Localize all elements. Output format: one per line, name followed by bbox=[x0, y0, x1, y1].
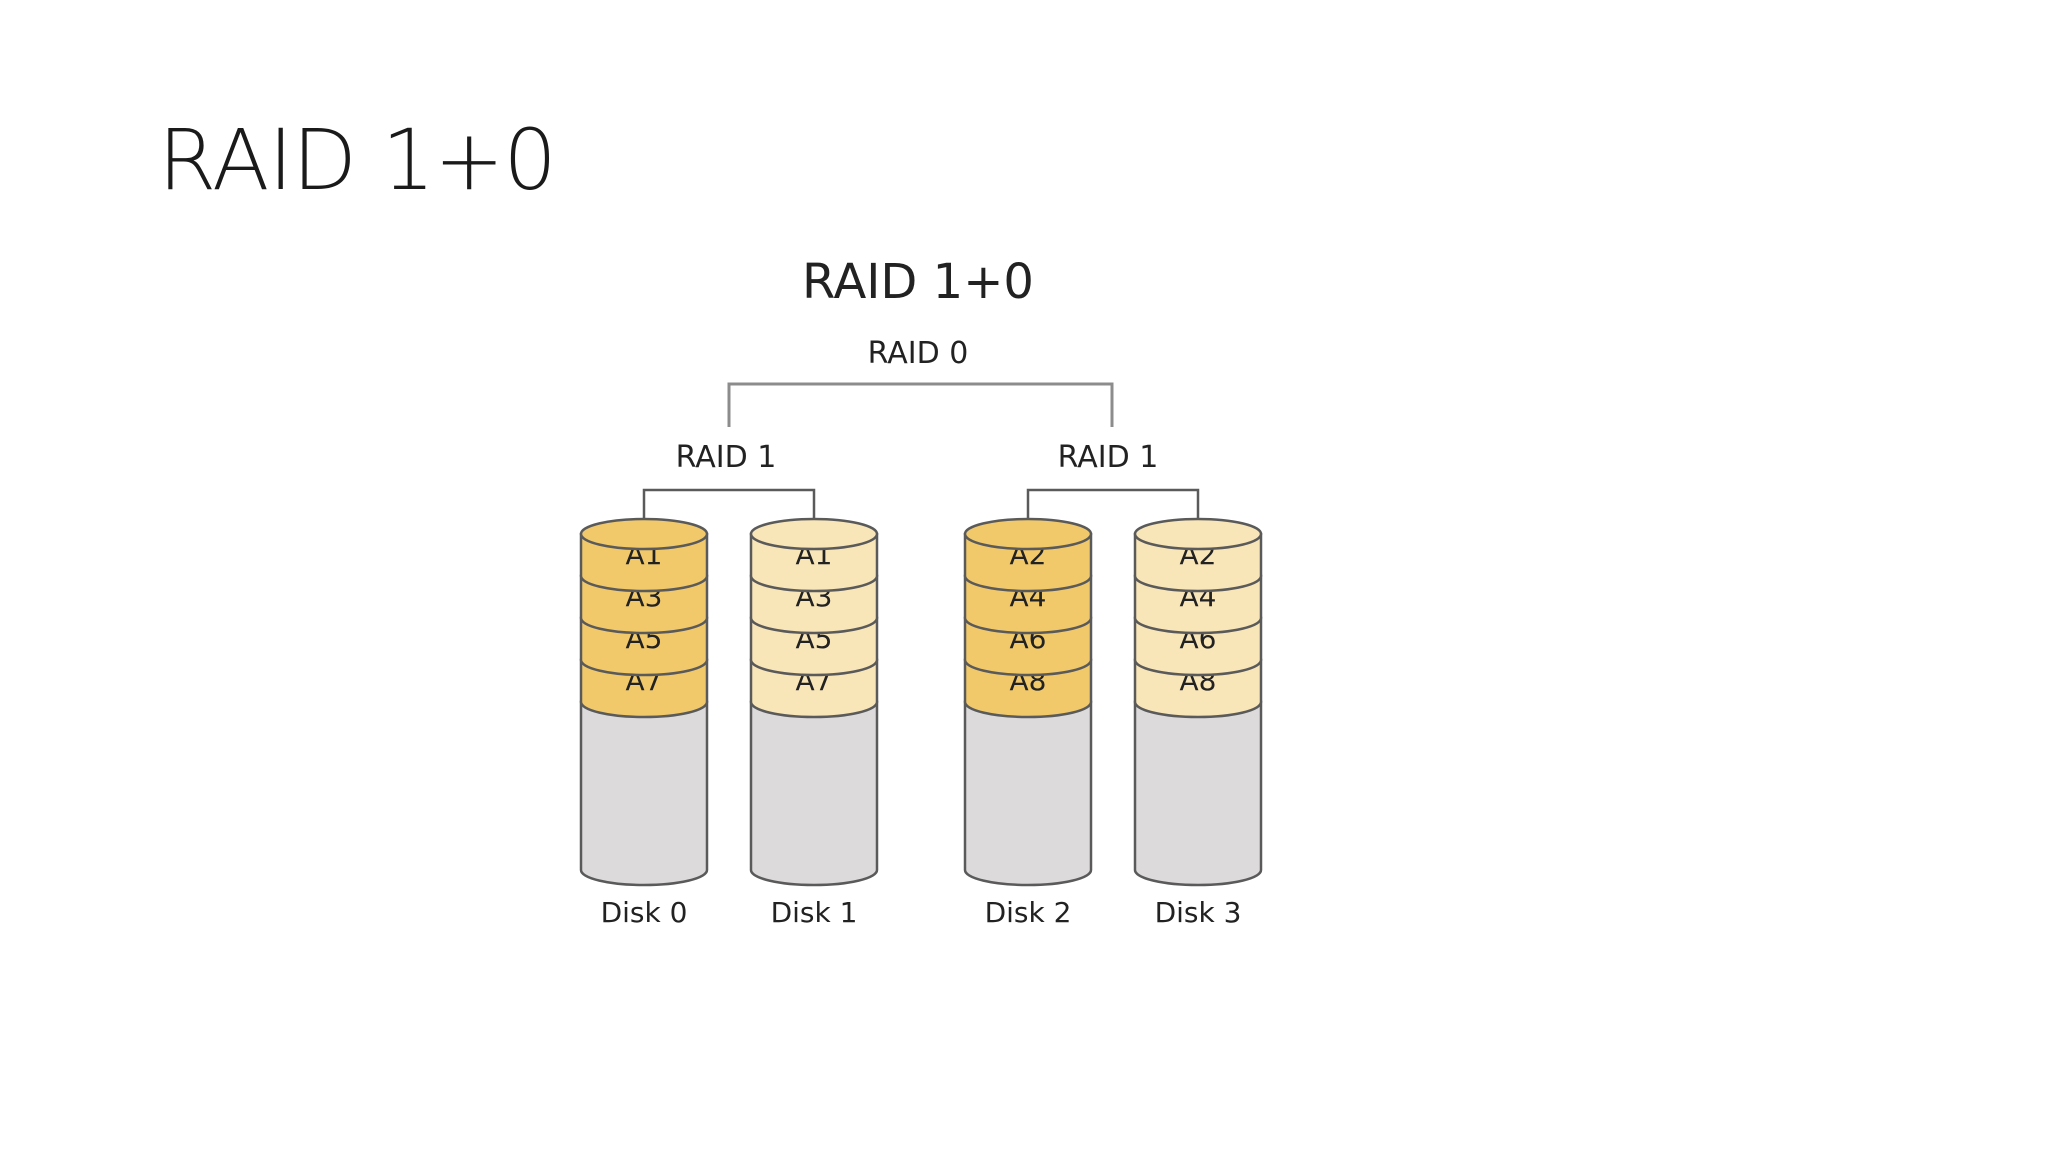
disk-body bbox=[579, 700, 709, 887]
raid1-connector-left bbox=[642, 488, 816, 534]
raid1-connector-right bbox=[1026, 488, 1200, 534]
disk-top bbox=[579, 517, 709, 551]
disk-label: Disk 0 bbox=[601, 896, 688, 929]
raid0-label: RAID 0 bbox=[868, 336, 969, 371]
disk-label: Disk 3 bbox=[1155, 896, 1242, 929]
raid1-label-left: RAID 1 bbox=[676, 440, 777, 475]
diagram-title: RAID 1+0 bbox=[802, 254, 1034, 310]
disk-top bbox=[1133, 517, 1263, 551]
raid0-connector bbox=[727, 382, 1114, 427]
disk-top bbox=[749, 517, 879, 551]
disk-body bbox=[749, 700, 879, 887]
raid1-label-right: RAID 1 bbox=[1058, 440, 1159, 475]
disk-body bbox=[963, 700, 1093, 887]
slide-title: RAID 1+0 bbox=[158, 111, 557, 209]
disk-label: Disk 2 bbox=[985, 896, 1072, 929]
disk-top bbox=[963, 517, 1093, 551]
disk-body bbox=[1133, 700, 1263, 887]
disk-label: Disk 1 bbox=[771, 896, 858, 929]
